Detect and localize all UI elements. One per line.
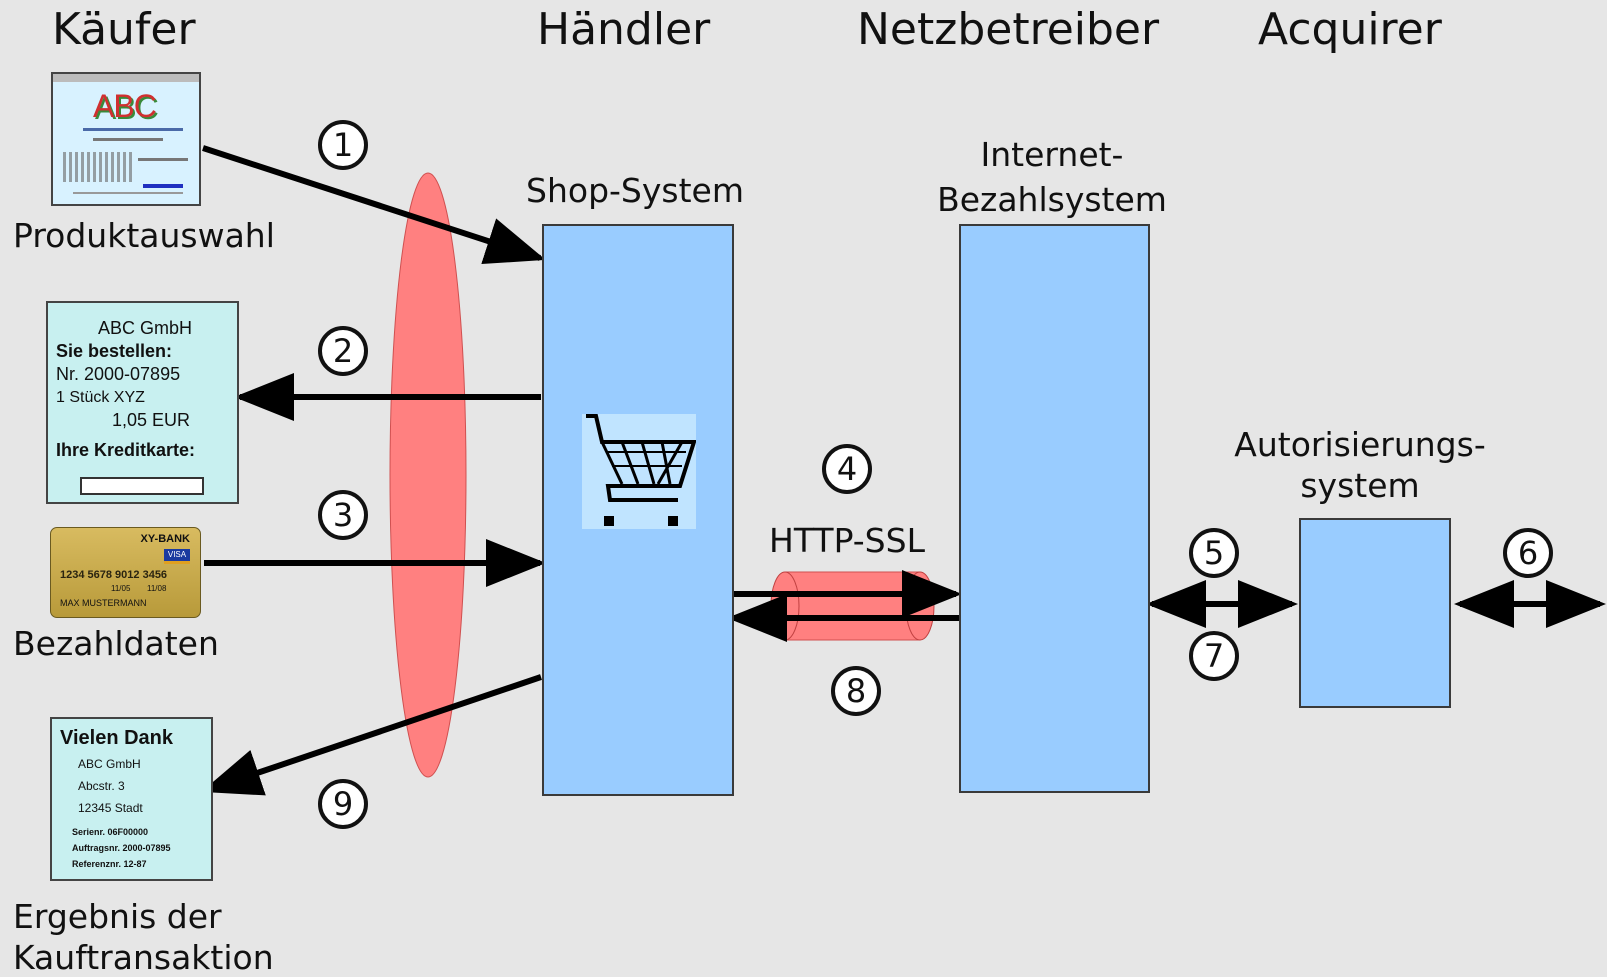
receipt-order: Auftragsnr. 2000-07895	[72, 843, 171, 853]
column-header-netzbetreiber: Netzbetreiber	[857, 4, 1160, 55]
catalog-logo: ABC	[93, 88, 157, 124]
column-header-haendler: Händler	[537, 4, 711, 55]
shopping-cart-icon	[582, 414, 696, 529]
card-brand-logo: VISA	[164, 549, 190, 564]
label-internet-line1: Internet-	[980, 135, 1124, 174]
payment-system-box	[959, 224, 1150, 793]
arrow-1	[202, 145, 546, 265]
receipt-company: ABC GmbH	[78, 757, 141, 771]
label-ergebnis-line1: Ergebnis der	[13, 897, 222, 936]
shop-system-box	[542, 224, 734, 796]
label-auth-line1: Autorisierungs-	[1234, 425, 1486, 464]
receipt-serial: Serienr. 06F00000	[72, 827, 149, 837]
card-number: 1234 5678 9012 3456	[60, 569, 168, 581]
step-2-marker: 2	[318, 326, 368, 376]
card-holder: MAX MUSTERMANN	[60, 598, 147, 608]
card-valid-to: 11/08	[147, 584, 167, 593]
order-number: Nr. 2000-07895	[56, 364, 181, 384]
receipt-heading: Vielen Dank	[60, 727, 174, 749]
step-9-marker: 9	[318, 779, 368, 829]
step-3-marker: 3	[318, 490, 368, 540]
step-4-marker: 4	[822, 444, 872, 494]
label-ergebnis-line2: Kauftransaktion	[13, 938, 274, 977]
ssl-tunnel	[770, 571, 935, 641]
receipt: Vielen Dank ABC GmbH Abcstr. 3 12345 Sta…	[50, 717, 213, 881]
label-http-ssl: HTTP-SSL	[769, 521, 925, 560]
column-header-kaeufer: Käufer	[52, 4, 196, 55]
receipt-reference: Referenznr. 12-87	[72, 859, 147, 869]
step-1-marker: 1	[318, 120, 368, 170]
receipt-city: 12345 Stadt	[78, 801, 143, 815]
label-auth-line2: system	[1300, 466, 1420, 505]
label-bezahldaten: Bezahldaten	[13, 624, 219, 663]
product-catalog-image: ABC	[51, 72, 201, 206]
column-header-acquirer: Acquirer	[1258, 4, 1442, 55]
label-produktauswahl: Produktauswahl	[13, 216, 275, 255]
order-card-label: Ihre Kreditkarte:	[56, 440, 196, 460]
card-valid-from: 11/05	[111, 584, 131, 593]
credit-card: XY-BANK VISA 1234 5678 9012 3456 11/05 1…	[50, 527, 201, 618]
label-internet-line2: Bezahlsystem	[937, 180, 1167, 219]
step-5-marker: 5	[1189, 528, 1239, 578]
order-company: ABC GmbH	[98, 318, 193, 338]
order-item: 1 Stück XYZ	[56, 389, 145, 406]
order-heading: Sie bestellen:	[56, 341, 173, 361]
step-8-marker: 8	[831, 666, 881, 716]
authorization-system-box	[1299, 518, 1451, 708]
ssl-lens	[389, 172, 467, 778]
order-form: ABC GmbH Sie bestellen: Nr. 2000-07895 1…	[46, 301, 239, 504]
step-6-marker: 6	[1503, 528, 1553, 578]
receipt-street: Abcstr. 3	[78, 779, 125, 793]
order-price: 1,05 EUR	[112, 410, 191, 430]
card-input-field	[80, 477, 204, 495]
card-bank: XY-BANK	[140, 533, 190, 545]
arrow-9	[201, 674, 542, 796]
step-7-marker: 7	[1189, 631, 1239, 681]
label-shop-system: Shop-System	[526, 171, 744, 210]
